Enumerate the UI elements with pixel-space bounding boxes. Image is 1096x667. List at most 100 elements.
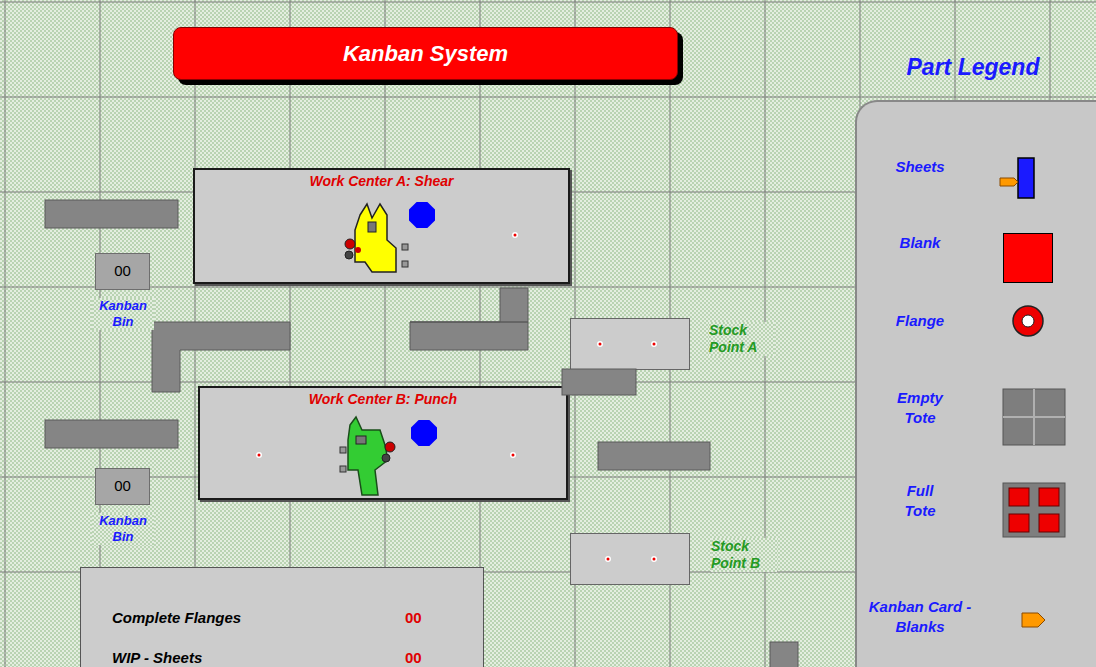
legend-swatch: [1003, 233, 1053, 283]
part-dot: [597, 341, 603, 347]
punch-machine: [385, 442, 395, 452]
legend-icon: [1003, 416, 1065, 418]
legend-icon: [1039, 514, 1059, 532]
text-slot: Kanban Bin: [92, 298, 154, 330]
shear-machine: [368, 222, 376, 232]
text-slot: Stock Point B: [711, 538, 777, 572]
text-slot: WIP - Sheets: [112, 650, 202, 666]
text-slot: Kanban Bin: [92, 513, 154, 545]
octagon-marker: [409, 202, 435, 228]
punch-machine: [340, 447, 346, 453]
part-dot: [512, 454, 515, 457]
stat-label: WIP - Sheets: [112, 650, 202, 666]
text-slot: Kanban Card - Blanks: [868, 597, 972, 637]
stat-label: Complete Flanges: [112, 610, 241, 626]
kanban-bin: 00Kanban Bin: [95, 253, 150, 290]
title-text: Kanban System: [174, 28, 677, 79]
text-slot: Part Legend: [858, 53, 1088, 81]
work-center-title: Work Center B: Punch: [200, 391, 566, 408]
text-slot: Work Center B: Punch: [200, 391, 566, 408]
stats-panel: Complete Flanges00WIP - Sheets00: [80, 567, 484, 667]
punch-machine: [340, 417, 395, 495]
legend-icon: [1000, 158, 1065, 627]
conveyor: [45, 420, 178, 448]
legend-label: Kanban Card - Blanks: [868, 597, 972, 637]
shear-machine: [345, 204, 408, 272]
conveyor: [410, 288, 528, 350]
grid-line: [0, 97, 1096, 98]
shear-machine: [402, 244, 408, 250]
part-dot: [510, 452, 516, 458]
legend-icon: [1009, 488, 1029, 506]
legend-panel: [855, 100, 1096, 667]
bin-count: 00: [96, 477, 149, 495]
punch-machine: [382, 454, 390, 462]
punch-machine: [356, 436, 366, 444]
part-dot: [653, 343, 656, 346]
legend-icon: [1039, 488, 1059, 506]
text-slot: 00: [405, 610, 422, 626]
legend-heading: Part Legend: [858, 53, 1088, 81]
part-dot: [258, 454, 261, 457]
legend-icon: [1013, 306, 1043, 336]
text-slot: Blank: [870, 233, 970, 253]
legend-icon: [1022, 315, 1034, 327]
text-slot: Work Center A: Shear: [195, 173, 568, 190]
stock-point-label: Stock Point A: [709, 322, 775, 356]
bin-label: Kanban Bin: [92, 298, 154, 330]
part-dot: [605, 556, 611, 562]
grid-line: [0, 2, 1096, 3]
legend-icon: [1003, 483, 1065, 537]
legend-icon: [1022, 613, 1045, 627]
text-slot: Stock Point A: [709, 322, 775, 356]
part-dot: [599, 343, 602, 346]
conveyor: [45, 200, 798, 667]
legend-label: Blank: [870, 233, 970, 253]
text-slot: Full Tote: [894, 481, 946, 521]
legend-label: Flange: [870, 311, 970, 331]
kanban-bin: 00Kanban Bin: [95, 468, 150, 505]
title-banner: Kanban System: [173, 27, 678, 80]
stat-value: 00: [405, 610, 422, 626]
text-slot: 00: [96, 477, 149, 495]
legend-icon: [1018, 158, 1034, 198]
stock-point: Stock Point A: [570, 318, 690, 370]
shear-machine: [345, 251, 353, 259]
legend-icon: [1003, 389, 1065, 445]
part-dot: [256, 452, 262, 458]
bin-label: Kanban Bin: [92, 513, 154, 545]
conveyor: [562, 369, 636, 395]
octagon-marker: [409, 202, 437, 446]
part-dot: [651, 556, 657, 562]
text-slot: Complete Flanges: [112, 610, 241, 626]
text-slot: 00: [96, 262, 149, 280]
stock-point-label: Stock Point B: [711, 538, 777, 572]
shear-machine: [345, 239, 355, 249]
shear-machine: [402, 261, 408, 267]
part-dot: [512, 232, 518, 238]
part-dot: [651, 341, 657, 347]
octagon-marker: [411, 420, 437, 446]
conveyor: [598, 442, 710, 470]
legend-label: Sheets: [870, 157, 970, 177]
legend-icon: [1009, 514, 1029, 532]
text-slot: Flange: [870, 311, 970, 331]
conveyor: [770, 642, 798, 667]
stat-value: 00: [405, 650, 422, 666]
legend-label: Empty Tote: [889, 388, 951, 428]
stock-point: Stock Point B: [570, 533, 690, 585]
legend-icon: [1000, 178, 1018, 186]
legend-label: Full Tote: [894, 481, 946, 521]
part-dot: [256, 232, 657, 562]
part-dot: [514, 234, 517, 237]
bin-count: 00: [96, 262, 149, 280]
text-slot: 00: [405, 650, 422, 666]
part-dot: [607, 558, 610, 561]
text-slot: Sheets: [870, 157, 970, 177]
work-center-title: Work Center A: Shear: [195, 173, 568, 190]
punch-machine: [340, 466, 346, 472]
shear-machine: [355, 204, 396, 272]
part-dot: [653, 558, 656, 561]
